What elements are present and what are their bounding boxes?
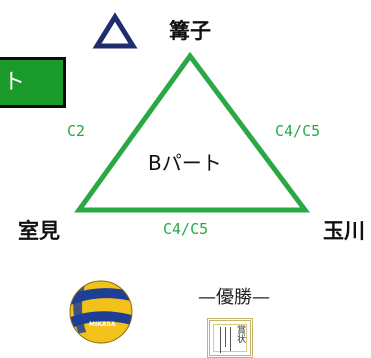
center-label: Bパート [148, 151, 222, 175]
right-vertex-label: 玉川 [323, 219, 365, 243]
triangle-outline-icon [92, 12, 138, 49]
edge-label-left: C2 [67, 122, 86, 140]
certificate-title: 賞状 [235, 325, 245, 343]
volleyball-icon: MIKASA [69, 280, 133, 344]
svg-text:MIKASA: MIKASA [89, 321, 116, 328]
top-vertex-label: 篝子 [169, 19, 211, 43]
certificate-icon: 賞状 [207, 318, 253, 358]
triangle-outline [74, 51, 310, 213]
certificate-text-line [220, 327, 221, 353]
award-label: —優勝— [198, 287, 270, 308]
left-vertex-label: 室見 [18, 219, 60, 243]
edge-label-right: C4/C5 [275, 122, 321, 140]
certificate-border [213, 324, 247, 352]
green-tab-label: ト [3, 70, 26, 95]
green-tab: ト [0, 57, 66, 108]
certificate-text-line [225, 327, 226, 347]
edge-label-bottom: C4/C5 [163, 220, 209, 238]
certificate-text-line [230, 327, 231, 351]
